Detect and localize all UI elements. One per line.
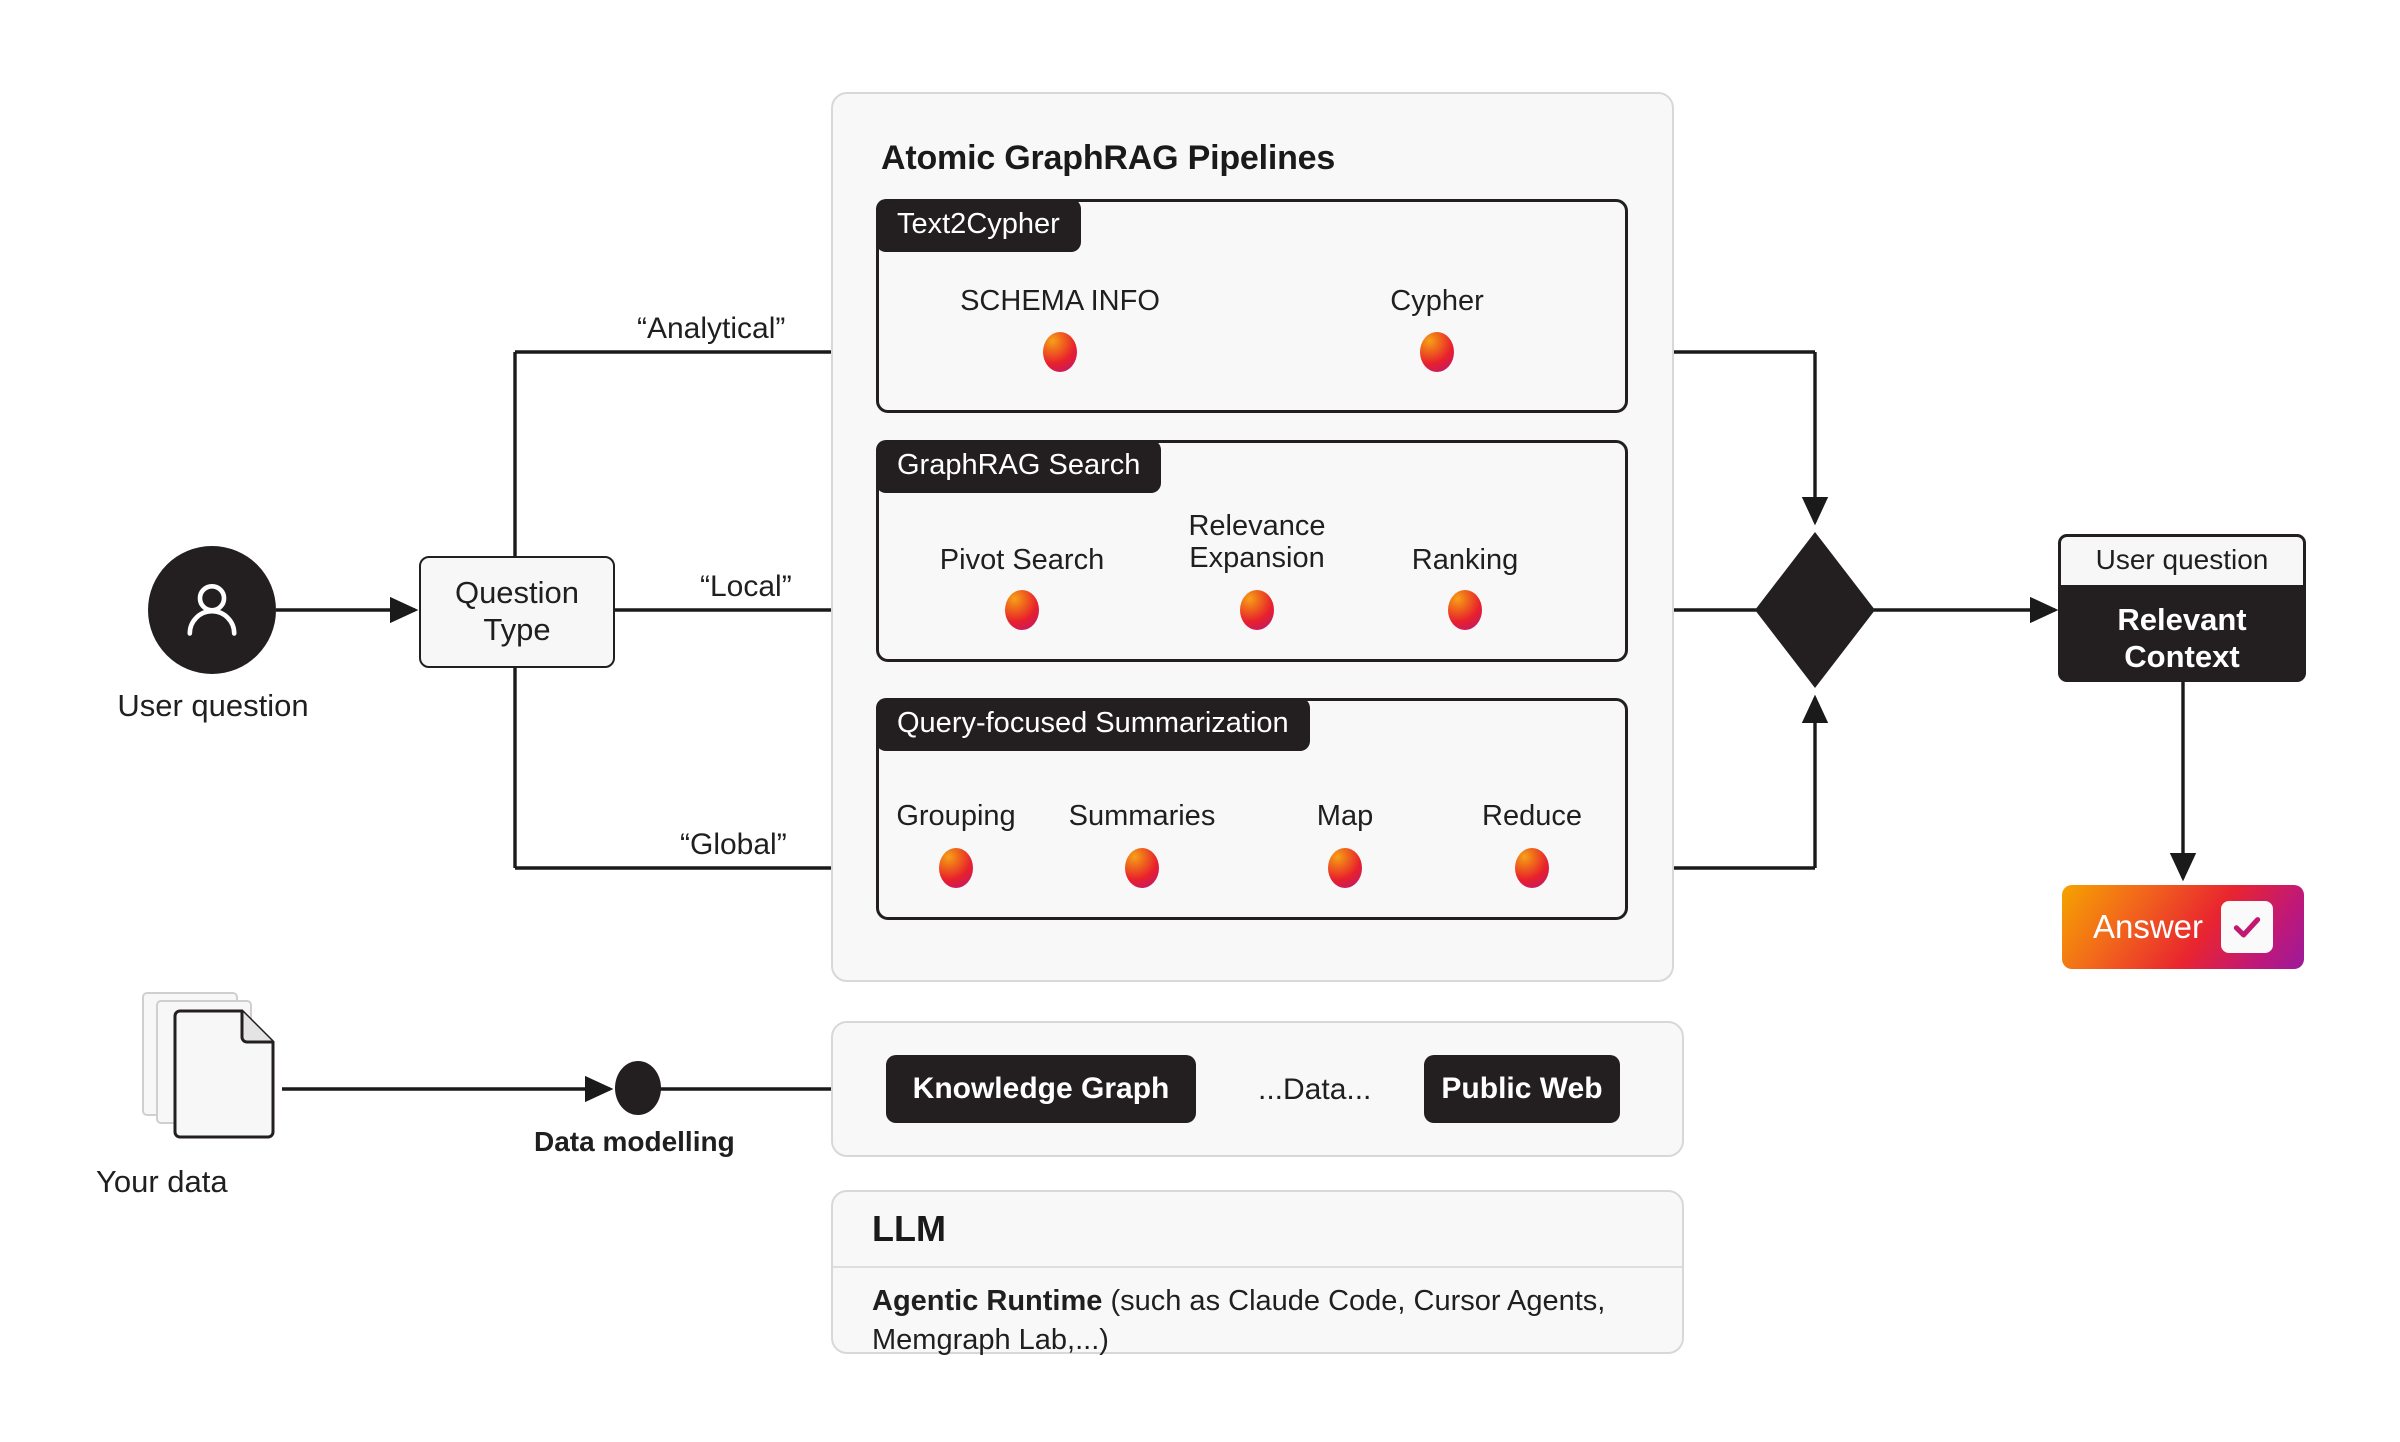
route-label-local: “Local” bbox=[700, 570, 792, 603]
check-mark-icon bbox=[2221, 901, 2274, 953]
step-label-schema-info: SCHEMA INFO bbox=[960, 285, 1160, 317]
step-label-map: Map bbox=[1316, 800, 1374, 832]
step-label-summaries: Summaries bbox=[1068, 800, 1216, 832]
pipeline-node bbox=[1005, 590, 1039, 630]
your-data-label: Your data bbox=[96, 1164, 228, 1199]
step-label-relevance-expansion: Relevance Expansion bbox=[1188, 510, 1326, 574]
relevant-context-box: User question Relevant Context bbox=[2058, 534, 2306, 682]
route-label-analytical: “Analytical” bbox=[637, 312, 786, 345]
documents-stack-icon bbox=[140, 988, 300, 1139]
chip-public-web[interactable]: Public Web bbox=[1424, 1055, 1620, 1123]
pipeline-box-graphrag-search bbox=[876, 440, 1628, 662]
route-label-global: “Global” bbox=[680, 828, 787, 861]
llm-divider bbox=[833, 1266, 1682, 1268]
merge-decision-diamond bbox=[1755, 532, 1875, 688]
relevant-context-body: Relevant Context bbox=[2061, 585, 2303, 679]
pipeline-node bbox=[939, 848, 973, 888]
pipeline-node bbox=[1240, 590, 1274, 630]
step-label-grouping: Grouping bbox=[896, 800, 1016, 832]
pipeline-node bbox=[1328, 848, 1362, 888]
pipeline-tag-query-focused-summarization[interactable]: Query-focused Summarization bbox=[876, 698, 1310, 751]
question-type-label: Question Type bbox=[454, 575, 580, 647]
step-label-pivot-search: Pivot Search bbox=[939, 544, 1105, 576]
pipeline-tag-graphrag-search[interactable]: GraphRAG Search bbox=[876, 440, 1162, 493]
llm-panel bbox=[831, 1190, 1684, 1354]
pipeline-node bbox=[1420, 332, 1454, 372]
llm-title: LLM bbox=[872, 1208, 946, 1249]
data-modelling-label: Data modelling bbox=[534, 1126, 735, 1157]
pipeline-tag-text2cypher[interactable]: Text2Cypher bbox=[876, 199, 1081, 252]
relevant-context-header: User question bbox=[2061, 537, 2303, 585]
data-ellipsis-label: ...Data... bbox=[1258, 1073, 1372, 1106]
pipeline-node bbox=[1125, 848, 1159, 888]
user-question-label: User question bbox=[117, 688, 309, 723]
question-type-box[interactable]: Question Type bbox=[419, 556, 615, 668]
data-modelling-node bbox=[615, 1061, 661, 1115]
chip-knowledge-graph[interactable]: Knowledge Graph bbox=[886, 1055, 1196, 1123]
answer-label: Answer bbox=[2092, 908, 2204, 945]
llm-runtime-rest: (such as Claude Code, Cursor Agents, Mem… bbox=[872, 1285, 1606, 1357]
llm-runtime-description: Agentic Runtime (such as Claude Code, Cu… bbox=[872, 1282, 1652, 1360]
step-label-ranking: Ranking bbox=[1411, 544, 1519, 576]
llm-runtime-bold: Agentic Runtime bbox=[872, 1285, 1103, 1317]
pipeline-node bbox=[1448, 590, 1482, 630]
step-label-cypher: Cypher bbox=[1390, 285, 1484, 317]
panel-title: Atomic GraphRAG Pipelines bbox=[881, 139, 1336, 177]
user-avatar-icon bbox=[148, 546, 276, 674]
answer-badge[interactable]: Answer bbox=[2062, 885, 2304, 969]
pipeline-box-text2cypher bbox=[876, 199, 1628, 413]
pipeline-node bbox=[1515, 848, 1549, 888]
pipeline-node bbox=[1043, 332, 1077, 372]
step-label-reduce: Reduce bbox=[1482, 800, 1582, 832]
